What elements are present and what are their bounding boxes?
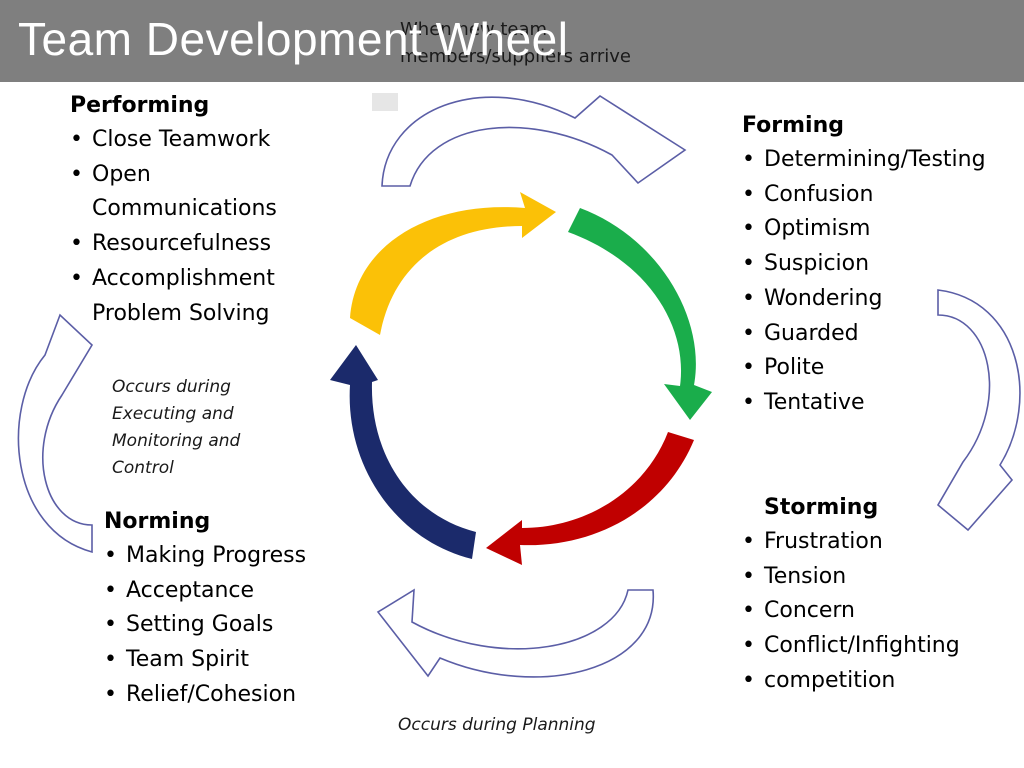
list-item: Optimism — [742, 212, 986, 247]
list-item: Making Progress — [104, 539, 306, 574]
list-item: Tentative — [742, 386, 986, 421]
grey-mark — [372, 93, 398, 111]
red-arrow — [486, 432, 694, 565]
list-item: Accomplishment — [70, 262, 277, 297]
list-item: Suspicion — [742, 247, 986, 282]
stage-performing: Performing Close Teamwork Open Communica… — [70, 92, 277, 331]
performing-list: Close Teamwork Open Communications Resou… — [70, 123, 277, 331]
list-item: Communications — [92, 196, 277, 222]
stage-forming: Forming Determining/Testing Confusion Op… — [742, 112, 986, 421]
list-item: Determining/Testing — [742, 143, 986, 178]
list-item: Relief/Cohesion — [104, 678, 306, 713]
top-note-line-1: When new team — [400, 19, 548, 40]
norming-list: Making Progress Acceptance Setting Goals… — [104, 539, 306, 713]
bottom-cycle-arrow — [376, 588, 654, 678]
stage-norming: Norming Making Progress Acceptance Setti… — [104, 508, 306, 713]
note-executing-line: Occurs during — [112, 377, 231, 397]
note-planning: Occurs during Planning — [398, 715, 596, 735]
navy-arrow — [330, 345, 476, 559]
storming-list: Frustration Tension Concern Conflict/Inf… — [742, 525, 960, 699]
note-executing-line: Executing and — [112, 404, 234, 424]
list-item: Resourcefulness — [70, 227, 277, 262]
storming-heading: Storming — [764, 495, 879, 520]
green-arrow — [568, 208, 712, 420]
left-cycle-arrow — [17, 313, 94, 554]
title-bar — [0, 0, 1024, 82]
list-item: Problem Solving — [92, 300, 270, 326]
list-item: Confusion — [742, 178, 986, 213]
page-title: Team Development Wheel — [18, 13, 569, 65]
yellow-arrow — [350, 192, 556, 335]
list-item: Setting Goals — [104, 608, 306, 643]
list-item: Concern — [742, 594, 960, 629]
list-item: Frustration — [742, 525, 960, 560]
forming-heading: Forming — [742, 113, 844, 138]
list-item: Acceptance — [104, 574, 306, 609]
norming-heading: Norming — [104, 509, 211, 534]
top-note-line-2: members/suppliers arrive — [400, 46, 631, 67]
list-item: Polite — [742, 351, 986, 386]
list-item: Conflict/Infighting — [742, 629, 960, 664]
list-item: Guarded — [742, 317, 986, 352]
note-executing-line: Monitoring and — [112, 431, 241, 451]
note-executing-line: Control — [112, 458, 174, 478]
note-executing: Occurs during Executing and Monitoring a… — [112, 374, 240, 482]
list-item: Close Teamwork — [70, 123, 277, 158]
top-cycle-arrow — [381, 95, 687, 187]
forming-list: Determining/Testing Confusion Optimism S… — [742, 143, 986, 421]
list-item: competition — [742, 664, 960, 699]
performing-heading: Performing — [70, 93, 210, 118]
list-item: Tension — [742, 560, 960, 595]
list-item: Wondering — [742, 282, 986, 317]
top-note: When new team members/suppliers arrive — [400, 16, 640, 70]
list-item: Open — [70, 158, 277, 193]
stage-storming: Storming Frustration Tension Concern Con… — [742, 494, 960, 699]
list-item: Team Spirit — [104, 643, 306, 678]
